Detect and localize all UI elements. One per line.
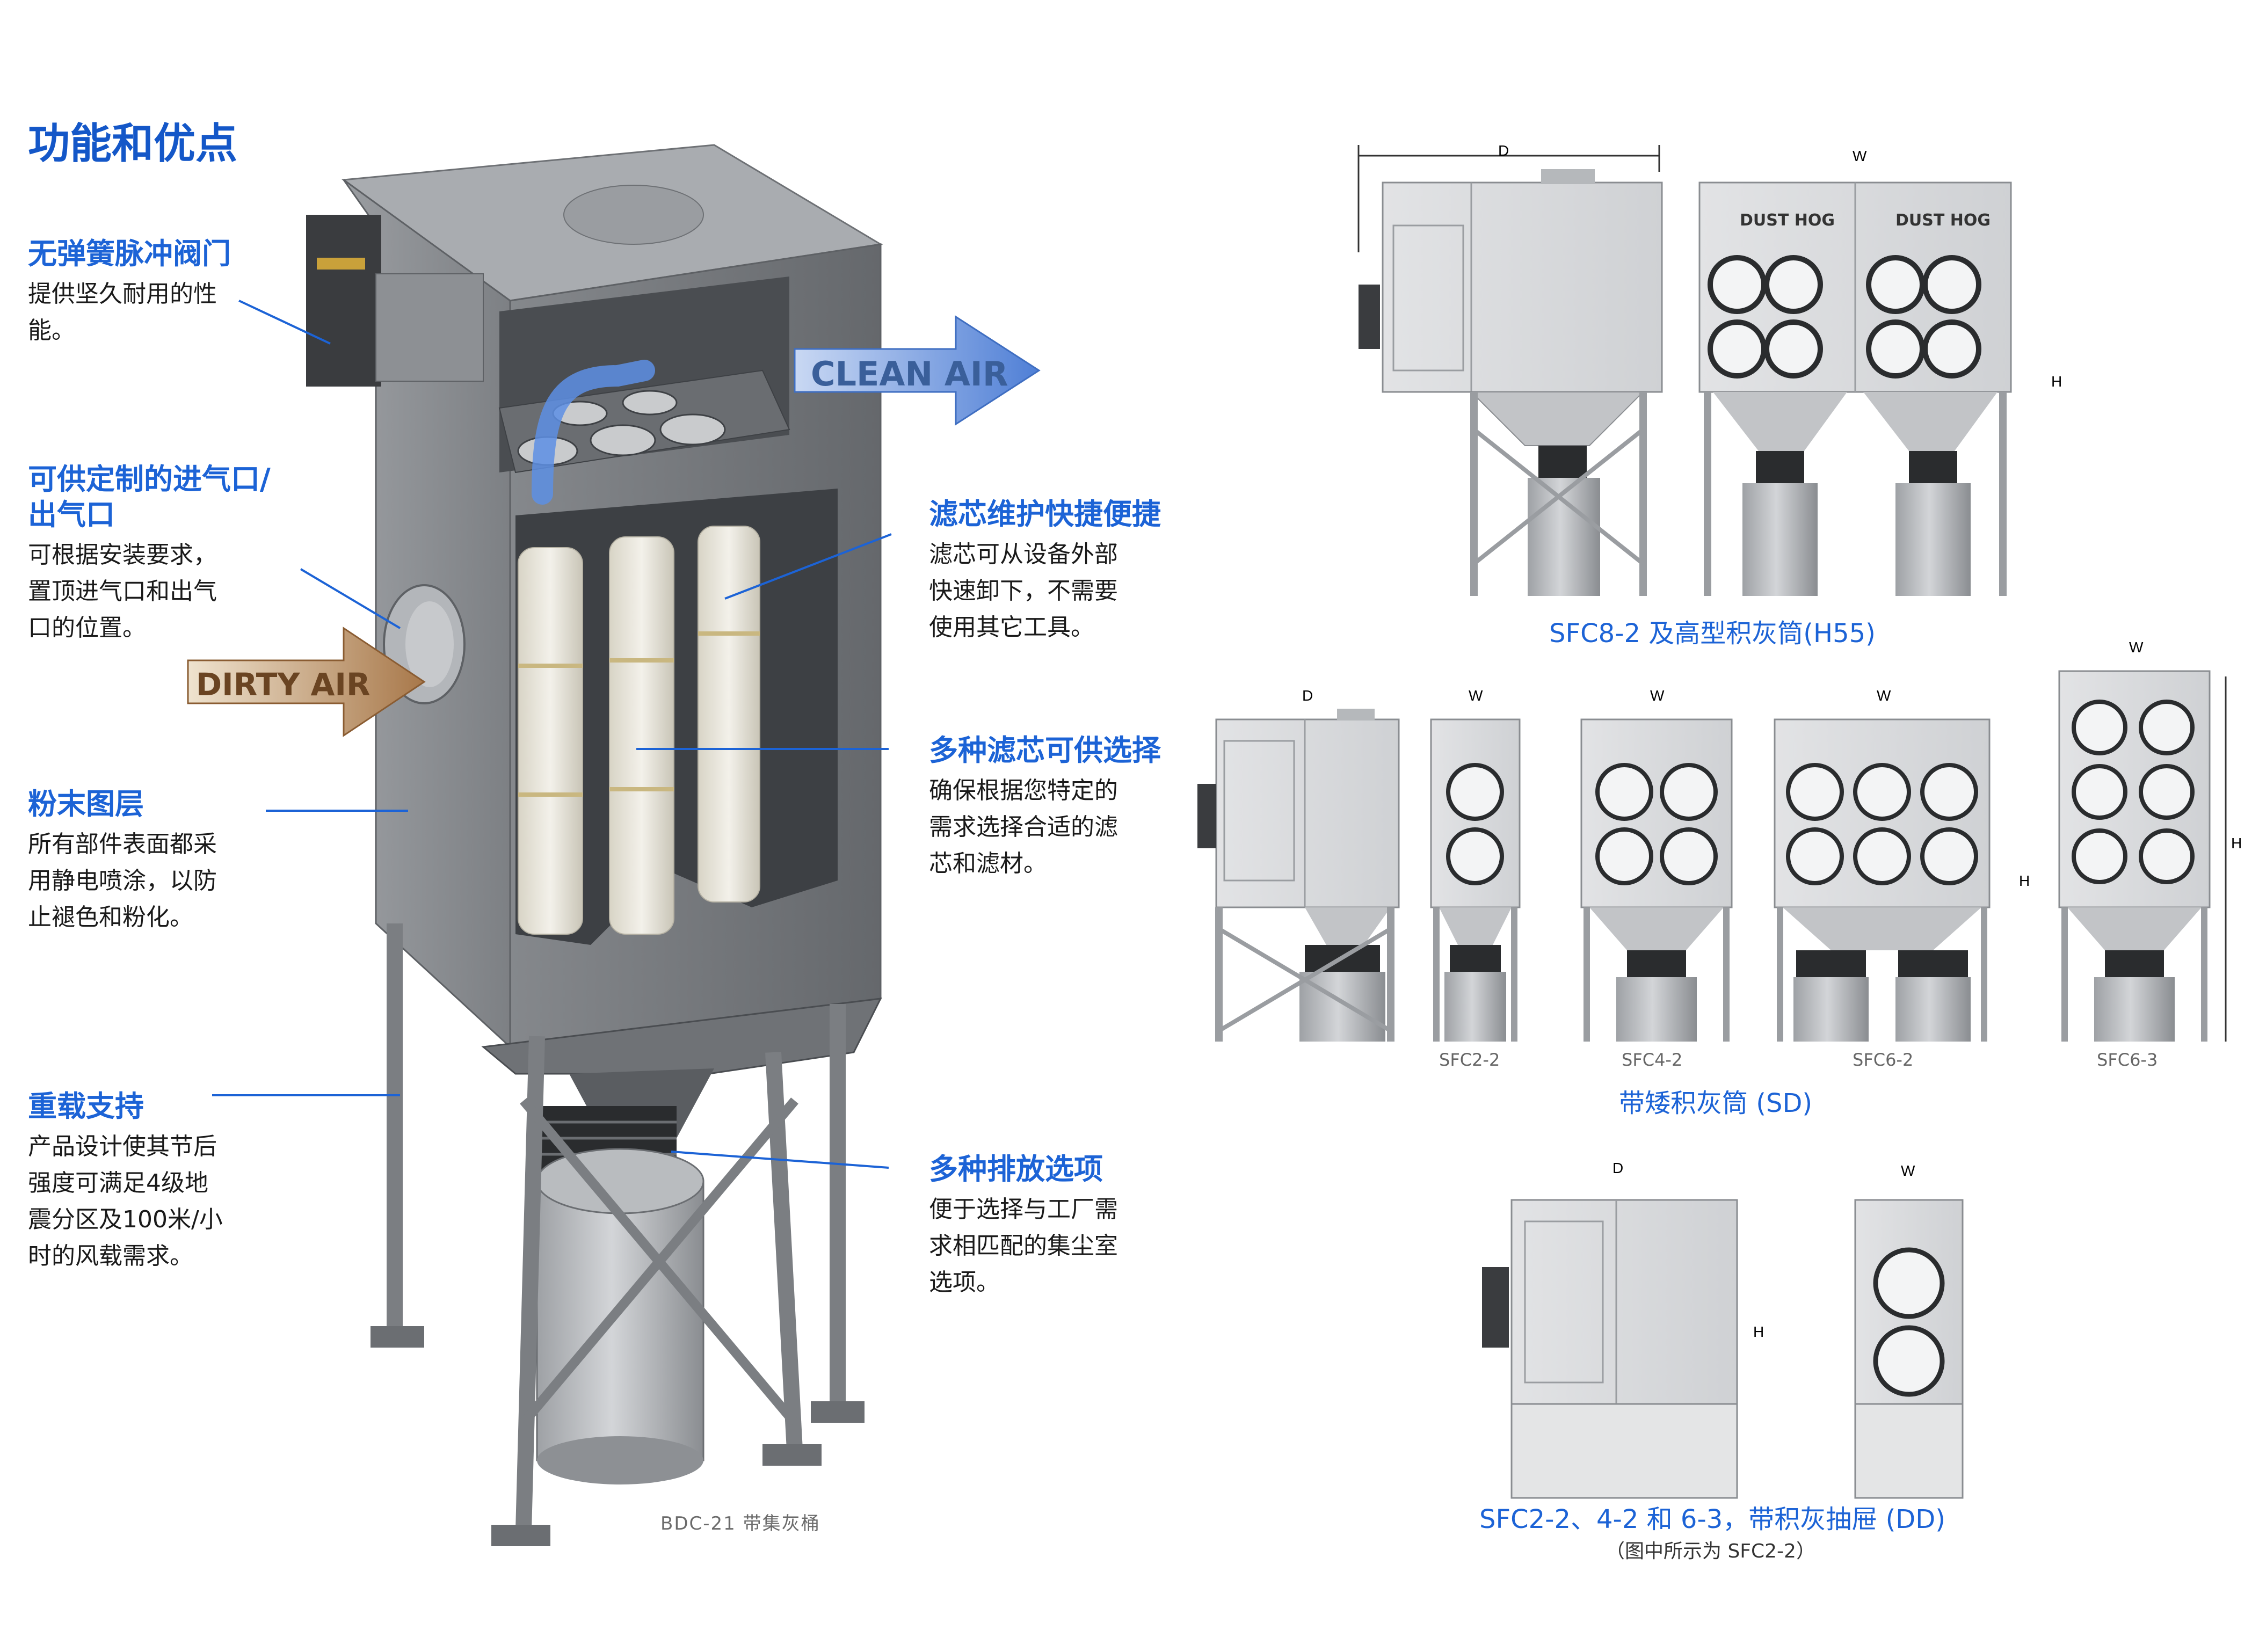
valve-fitting [317, 258, 365, 270]
main-caption: BDC-21 带集灰桶 [660, 1513, 820, 1534]
feature-discharge: 多种排放选项 便于选择与工厂需 求相匹配的集尘室 选项。 [929, 1152, 1118, 1301]
dim-label-d: D [1612, 1160, 1623, 1176]
bdc21-collector [306, 144, 883, 1546]
feature-valve: 无弹簧脉冲阀门 提供坚久耐用的性 能。 [28, 236, 231, 349]
brand-logo: DUST HOG [1895, 211, 1991, 230]
dim-label-w: W [1853, 148, 1867, 164]
dust-drum [536, 1180, 704, 1461]
feature-body: 选项。 [929, 1269, 1000, 1296]
side-manifold [1359, 285, 1380, 349]
dim-label-w: W [1877, 687, 1891, 704]
feature-body: 可根据安装要求， [28, 541, 217, 569]
dim-label-w: W [2129, 639, 2144, 656]
feature-powder-coat: 粉末图层 所有部件表面都采 用静电喷涂，以防 止褪色和粉化。 [28, 787, 217, 936]
model-label: SFC6-3 [2097, 1050, 2158, 1070]
feature-title: 无弹簧脉冲阀门 [28, 237, 231, 271]
brand-logo: DUST HOG [1740, 211, 1835, 230]
front-drum [1742, 483, 1818, 596]
leg-foot [491, 1525, 550, 1546]
feature-body: 滤芯可从设备外部 [929, 541, 1118, 568]
airflow-path [532, 360, 655, 505]
leg-foot [811, 1401, 865, 1423]
clean-air-arrow: CLEAN AIR [794, 315, 1041, 426]
front-drum [1895, 483, 1971, 596]
feature-body: 震分区及100米/小 [28, 1206, 223, 1233]
feature-body: 提供坚久耐用的性 [28, 280, 217, 308]
dd-series-drawings [1482, 1199, 1964, 1499]
sfc8-2-drawing: DUST HOG DUST HOG [1357, 145, 2012, 596]
inlet-bore [405, 601, 454, 687]
model-label: SFC4-2 [1622, 1050, 1683, 1070]
model-label: SFC6-2 [1853, 1050, 1914, 1070]
filter-opening [590, 424, 656, 456]
feature-body: 便于选择与工厂需 [929, 1196, 1118, 1223]
feature-title: 滤芯维护快捷便捷 [929, 497, 1161, 531]
filter-cartridge [518, 547, 583, 935]
feature-body: 口的位置。 [28, 614, 146, 642]
pulse-valve-manifold [306, 215, 381, 387]
filter-doors [1708, 255, 1981, 379]
feature-body: 确保根据您特定的 [929, 777, 1118, 804]
side-view-cabinet [1382, 181, 1663, 393]
dim-label-h: H [2019, 872, 2030, 889]
dim-label-w: W [1901, 1162, 1915, 1179]
drum-base [537, 1436, 703, 1484]
feature-body: 强度可满足4级地 [28, 1169, 208, 1197]
feature-title: 重载支持 [28, 1089, 144, 1123]
page-title: 功能和优点 [28, 120, 238, 168]
dust-drawer [1854, 1403, 1964, 1499]
feature-body: 所有部件表面都采 [28, 831, 217, 858]
dim-label-d: D [1302, 687, 1313, 704]
sd-series-drawings [1197, 670, 2227, 1042]
feature-body: 快速卸下，不需要 [929, 577, 1118, 605]
feature-body: 能。 [28, 317, 75, 344]
section2-caption: 带矮积灰筒 (SD) [1619, 1088, 1813, 1118]
feature-title: 可供定制的进气口/ [28, 462, 271, 496]
side-drum [1528, 478, 1600, 596]
dirty-air-arrow: DIRTY AIR [187, 627, 426, 737]
feature-title: 多种排放选项 [929, 1152, 1103, 1186]
dim-label-d: D [1498, 142, 1509, 159]
dim-label-w: W [1469, 687, 1483, 704]
support-legs [387, 923, 846, 1531]
clean-air-label: CLEAN AIR [811, 354, 1008, 394]
dim-label-h: H [1753, 1323, 1764, 1340]
feature-filter-maintenance: 滤芯维护快捷便捷 滤芯可从设备外部 快速卸下，不需要 使用其它工具。 [929, 497, 1161, 646]
feature-filter-choice: 多种滤芯可供选择 确保根据您特定的 需求选择合适的滤 芯和滤材。 [929, 733, 1161, 882]
feature-body: 求相匹配的集尘室 [929, 1232, 1118, 1260]
dim-label-h: H [2051, 373, 2062, 390]
feature-heavy-support: 重载支持 产品设计使其节后 强度可满足4级地 震分区及100米/小 时的风载需求… [28, 1089, 223, 1275]
model-label: SFC2-2 [1439, 1050, 1500, 1070]
filter-opening [622, 390, 678, 416]
leg-foot [762, 1444, 822, 1466]
access-hatch [563, 185, 704, 245]
dim-label-w: W [1650, 687, 1665, 704]
feature-title-line2: 出气口 [28, 498, 115, 532]
feature-body: 时的风载需求。 [28, 1242, 193, 1270]
valve-box [375, 273, 484, 382]
filter-opening [659, 413, 726, 446]
drum-lid [536, 1148, 704, 1214]
filter-cartridge [609, 536, 674, 935]
callout-lines [212, 300, 892, 1169]
feature-body: 芯和滤材。 [929, 850, 1047, 877]
feature-body: 用静电喷涂，以防 [28, 867, 217, 894]
section3-note: （图中所示为 SFC2-2） [1606, 1540, 1815, 1562]
feature-body: 使用其它工具。 [929, 614, 1094, 641]
feature-body: 需求选择合适的滤 [929, 813, 1118, 841]
feature-body: 止褪色和粉化。 [28, 904, 193, 931]
dim-label-h: H [2231, 835, 2242, 852]
dirty-air-label: DIRTY AIR [196, 666, 371, 703]
section3-caption: SFC2-2、4-2 和 6-3，带积灰抽屉 (DD) [1479, 1504, 1945, 1534]
filter-cartridge [698, 526, 760, 903]
feature-body: 置顶进气口和出气 [28, 578, 217, 605]
feature-title: 多种滤芯可供选择 [929, 733, 1161, 767]
leg-foot [371, 1326, 424, 1348]
feature-title: 粉末图层 [28, 787, 144, 821]
feature-body: 产品设计使其节后 [28, 1133, 217, 1160]
feature-inlet-outlet: 可供定制的进气口/ 出气口 可根据安装要求， 置顶进气口和出气 口的位置。 [28, 462, 271, 646]
dust-drawer [1510, 1403, 1738, 1499]
section1-caption: SFC8-2 及高型积灰筒(H55) [1549, 618, 1876, 649]
